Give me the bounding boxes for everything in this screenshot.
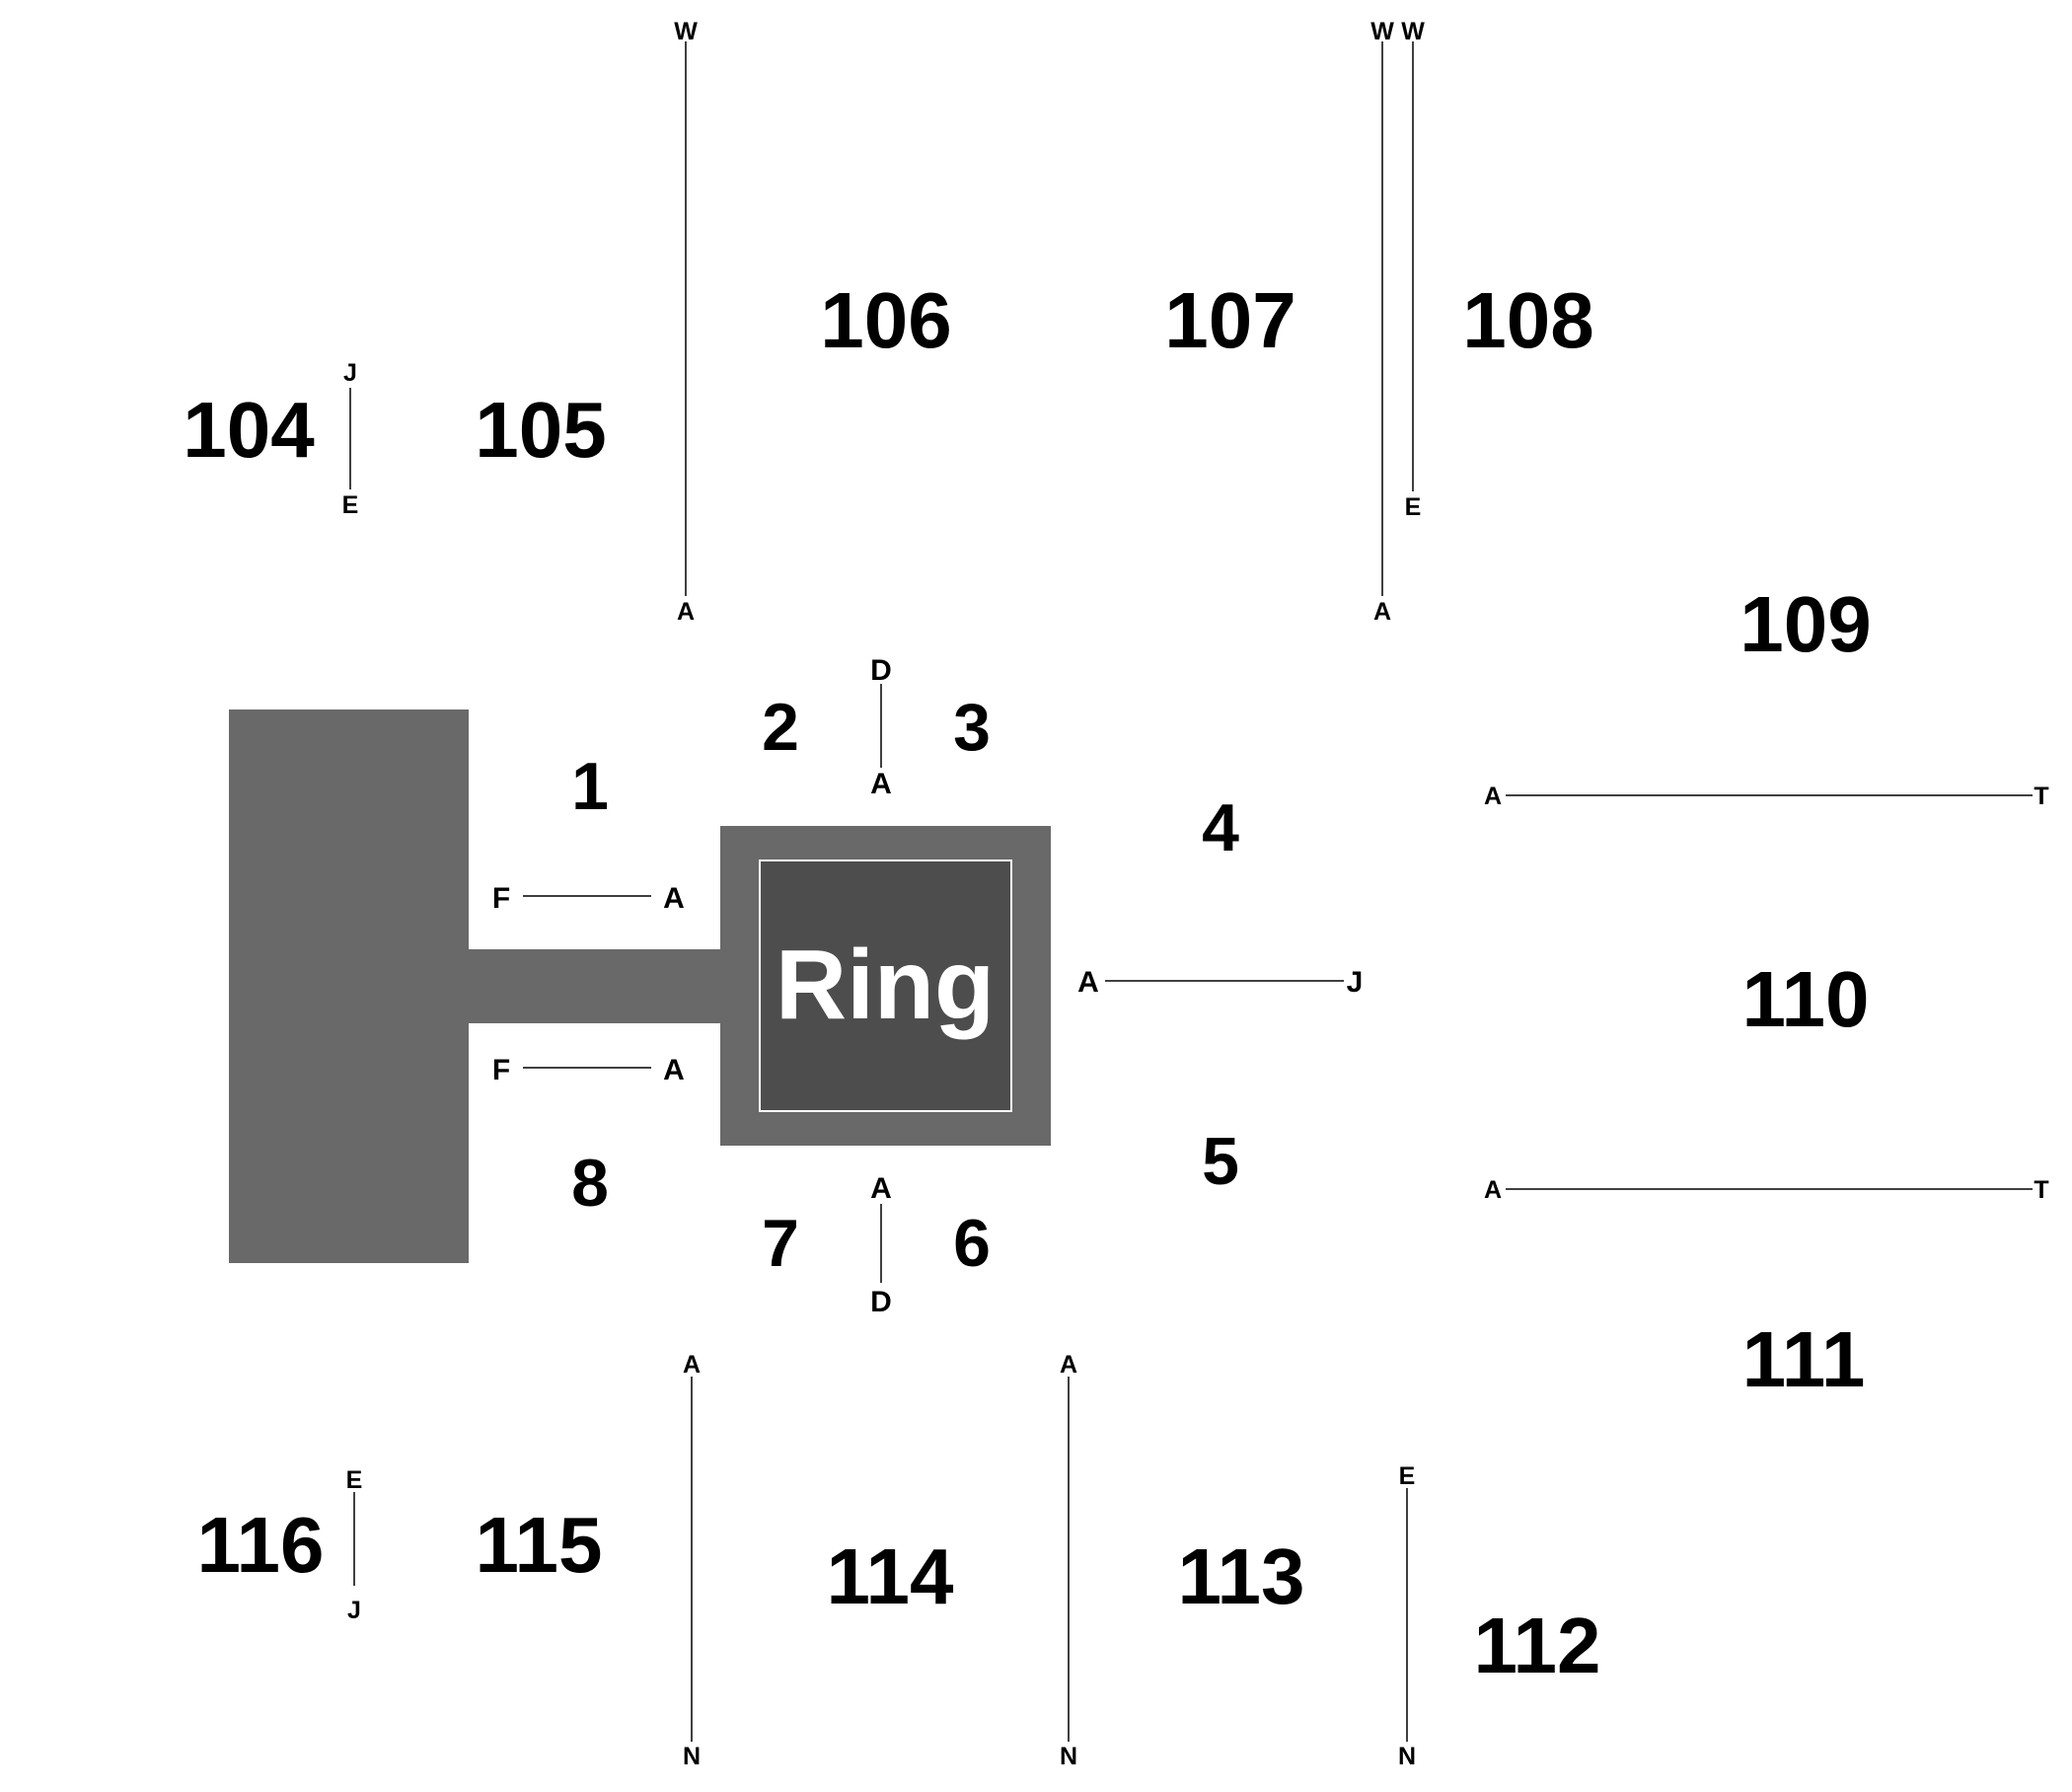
section-108[interactable]: 108 xyxy=(1462,276,1593,364)
svg-text:A: A xyxy=(663,882,685,915)
floor-section-6[interactable]: 6 xyxy=(953,1206,991,1281)
svg-text:N: N xyxy=(1398,1743,1416,1770)
section-109[interactable]: 109 xyxy=(1739,580,1871,668)
svg-text:W: W xyxy=(674,18,698,45)
section-104[interactable]: 104 xyxy=(183,386,315,474)
row-marker-107-108-b: W E xyxy=(1401,18,1425,521)
row-marker-107-108-a: W A xyxy=(1370,18,1394,626)
section-111[interactable]: 111 xyxy=(1742,1315,1866,1403)
svg-text:A: A xyxy=(1077,966,1099,999)
row-marker-1: F A xyxy=(492,882,685,915)
section-114[interactable]: 114 xyxy=(826,1532,954,1620)
row-marker-7-6: A D xyxy=(870,1172,892,1318)
section-107[interactable]: 107 xyxy=(1164,276,1295,364)
section-112[interactable]: 112 xyxy=(1473,1602,1600,1689)
floor-section-8[interactable]: 8 xyxy=(571,1146,609,1221)
svg-text:W: W xyxy=(1370,18,1394,45)
svg-text:J: J xyxy=(347,1597,361,1624)
row-marker-105-106: W A xyxy=(674,18,698,626)
row-marker-104-105: J E xyxy=(342,359,359,519)
svg-text:A: A xyxy=(663,1054,685,1086)
svg-text:D: D xyxy=(870,654,892,687)
svg-text:A: A xyxy=(870,768,892,800)
svg-text:A: A xyxy=(1484,1176,1502,1204)
svg-text:J: J xyxy=(343,359,357,387)
row-marker-116-115: E J xyxy=(346,1466,363,1624)
svg-text:F: F xyxy=(492,1054,510,1086)
floor-section-4[interactable]: 4 xyxy=(1202,790,1239,865)
ring-label: Ring xyxy=(776,930,995,1040)
svg-text:A: A xyxy=(1060,1351,1077,1379)
row-marker-4-5: A J xyxy=(1077,966,1363,999)
floor-section-3[interactable]: 3 xyxy=(953,690,991,765)
floor-section-1[interactable]: 1 xyxy=(571,749,609,824)
svg-text:T: T xyxy=(2034,783,2048,810)
row-marker-113-112: E N xyxy=(1398,1462,1416,1770)
svg-text:J: J xyxy=(1347,966,1364,999)
section-110[interactable]: 110 xyxy=(1741,955,1869,1043)
svg-text:A: A xyxy=(1484,783,1502,810)
svg-text:F: F xyxy=(492,882,510,915)
svg-text:E: E xyxy=(342,491,359,519)
section-116[interactable]: 116 xyxy=(196,1501,324,1589)
ring-inner[interactable] xyxy=(759,859,1012,1112)
row-marker-2-3: D A xyxy=(870,654,892,800)
floor-section-5[interactable]: 5 xyxy=(1202,1124,1239,1199)
svg-text:E: E xyxy=(1405,493,1422,521)
section-105[interactable]: 105 xyxy=(475,386,606,474)
row-marker-8: F A xyxy=(492,1054,685,1086)
row-marker-110-111: A T xyxy=(1484,1176,2049,1204)
svg-text:N: N xyxy=(683,1743,701,1770)
svg-text:E: E xyxy=(1399,1462,1416,1490)
svg-text:A: A xyxy=(1373,598,1391,626)
floor-section-2[interactable]: 2 xyxy=(762,690,799,765)
section-106[interactable]: 106 xyxy=(820,276,951,364)
floor-section-7[interactable]: 7 xyxy=(762,1206,799,1281)
section-115[interactable]: 115 xyxy=(475,1501,602,1589)
svg-text:A: A xyxy=(870,1172,892,1205)
svg-text:E: E xyxy=(346,1466,363,1494)
svg-text:T: T xyxy=(2034,1176,2048,1204)
svg-text:N: N xyxy=(1060,1743,1077,1770)
row-marker-115-114: A N xyxy=(683,1351,701,1770)
svg-text:D: D xyxy=(870,1286,892,1318)
svg-text:W: W xyxy=(1401,18,1425,45)
row-marker-109-110: A T xyxy=(1484,783,2049,810)
row-marker-114-113: A N xyxy=(1060,1351,1077,1770)
svg-text:A: A xyxy=(683,1351,701,1379)
svg-text:A: A xyxy=(677,598,695,626)
stage[interactable] xyxy=(229,709,728,1263)
section-113[interactable]: 113 xyxy=(1177,1532,1304,1620)
